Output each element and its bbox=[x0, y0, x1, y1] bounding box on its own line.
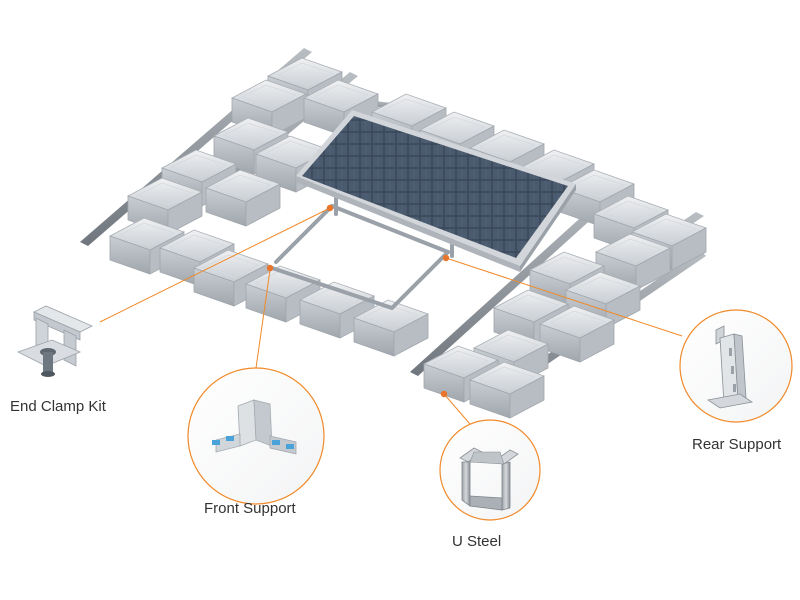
floats-front-row bbox=[193, 249, 429, 357]
callout-line-u-steel bbox=[443, 393, 471, 425]
rear-support-icon bbox=[706, 325, 754, 409]
callout-line-rear-support bbox=[445, 257, 683, 337]
u-steel-icon bbox=[459, 447, 519, 511]
front-support-label: Front Support bbox=[204, 500, 296, 517]
solar-panel-icon bbox=[296, 110, 576, 272]
end-clamp-kit-label: End Clamp Kit bbox=[10, 398, 106, 415]
callout-line-front-support bbox=[255, 269, 271, 369]
end-clamp-icon bbox=[16, 305, 93, 377]
callout-lines bbox=[99, 207, 683, 425]
front-support-callout bbox=[187, 367, 325, 505]
rear-support-callout bbox=[679, 309, 793, 423]
rear-support-label: Rear Support bbox=[692, 436, 782, 453]
rail-mid-1 bbox=[410, 182, 628, 376]
callout-dots bbox=[266, 204, 450, 398]
u-steel-callout bbox=[439, 419, 541, 521]
u-steel-label: U Steel bbox=[452, 533, 502, 550]
callout-line-end-clamp bbox=[99, 207, 331, 323]
front-support-icon bbox=[212, 399, 297, 455]
